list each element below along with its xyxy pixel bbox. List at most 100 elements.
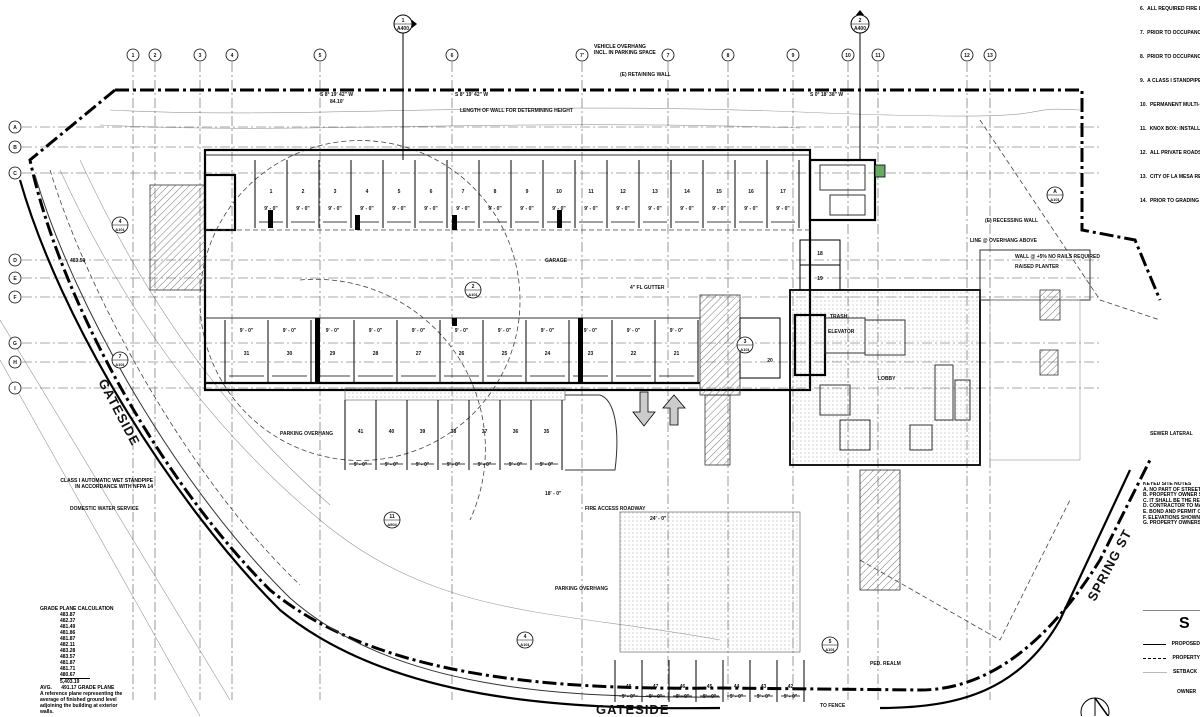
detail-sheet: A101 [825, 647, 835, 652]
stall-width: 9' - 0" [456, 206, 470, 212]
trash-label: TRASH [830, 314, 848, 320]
stall-number: 37 [482, 429, 488, 435]
garage-structure [149, 148, 886, 653]
parking-stall: 219' - 0" [654, 320, 699, 382]
grid-label: 3 [199, 53, 202, 59]
bearing-label: S 8° 19' 42" W [455, 92, 488, 98]
setback-line [979, 119, 1161, 321]
legend-label: PROPERTY [1172, 655, 1200, 661]
general-note: 6.ALL REQUIRED FIRE LANES SHALL BE APPRO… [1140, 6, 1200, 12]
parking-stall: 18 [799, 239, 841, 266]
grid-label: 13 [987, 53, 993, 59]
general-notes: 6.ALL REQUIRED FIRE LANES SHALL BE APPRO… [1140, 6, 1200, 222]
grade-elevation-label: 483.50 [70, 258, 86, 264]
note-number: 6. [1140, 6, 1145, 12]
grid-bubble: A [8, 120, 22, 134]
stall-width: 9' - 0" [326, 328, 340, 334]
grid-bubble: E [8, 271, 22, 285]
stall-number: 5 [398, 189, 401, 195]
stall-width: 9' - 0" [447, 462, 461, 468]
parking-stall: 269' - 0" [439, 320, 479, 382]
stall-width: 9' - 0" [757, 694, 771, 700]
vehicle-overhang-label: VEHICLE OVERHANG INCL. IN PARKING SPACE [594, 44, 656, 56]
planter-label: RAISED PLANTER [1015, 264, 1059, 270]
grid-label: 10 [845, 53, 851, 59]
stall-number: 15 [716, 189, 722, 195]
stall-width: 9' - 0" [776, 206, 790, 212]
parking-stall: 38 9' - 0" [437, 400, 465, 470]
site-note-text: NO PART OF STREET IMPROVEMENTS PROPERTIE… [1149, 486, 1200, 493]
gutter-label: 4" FL GUTTER [630, 285, 665, 291]
to-fence-label: TO FENCE [820, 703, 846, 709]
parking-stall: 179' - 0" [766, 160, 800, 228]
note-number: 9. [1140, 78, 1145, 84]
grid-bubble: 8 [721, 48, 735, 62]
drawing-labels: S 8° 19' 42" W 84.10' S 8° 19' 42" W S 0… [60, 44, 1192, 709]
wall-note-label: WALL @ +5% NO RAILS REQUIRED [1015, 254, 1100, 260]
parking-overhang-label: PARKING OVERHANG [280, 431, 333, 437]
stall-number: 44 [734, 684, 740, 690]
site-notes-title: KEYED SITE NOTES [1143, 482, 1192, 487]
stall-width: 9' - 0" [264, 206, 278, 212]
standpipe-note: CLASS I AUTOMATIC WET STANDPIPE IN ACCOR… [60, 478, 153, 490]
site-note: F. ELEVATIONS SHOWN ON FOR SPECIFICS. [1143, 514, 1200, 522]
site-note: A. NO PART OF STREET IMPROVEMENTS PROPER… [1143, 486, 1200, 494]
stall-number: 3 [334, 189, 337, 195]
note-text: PRIOR TO GRADING FOUNDATION, GRADING PLA… [1149, 198, 1200, 204]
sidewalk-line [34, 174, 721, 698]
parking-stall: 259' - 0" [482, 320, 522, 382]
grade-value: 483.87 [60, 612, 76, 618]
legend-item: PROPERTY [1143, 655, 1200, 661]
note-text: ALL PRIVATE ROADS, ACCESS THAT READ NO P… [1149, 150, 1200, 156]
stall-number: 47 [653, 684, 659, 690]
grid-bubble: 4 [225, 48, 239, 62]
grid-label: C [13, 171, 17, 177]
stall-number: 48 [626, 684, 632, 690]
site-note: E. BOND AND PERMIT OCCUPANCY AND BUILDIN… [1143, 509, 1200, 516]
parking-stall: 99' - 0" [510, 160, 539, 228]
parking-stall: 19 [799, 264, 841, 291]
stall-number: 2 [302, 189, 305, 195]
grade-value: 481.71 [60, 666, 76, 672]
grid-label: 7 [667, 53, 670, 59]
stall-number: 40 [389, 429, 395, 435]
parking-stall: 109' - 0" [542, 160, 571, 228]
stall-number: 38 [451, 429, 457, 435]
site-note-text: ELEVATIONS SHOWN ON FOR SPECIFICS. [1148, 514, 1200, 521]
detail-number: A [1053, 189, 1057, 195]
grid-bubble: 6 [445, 48, 459, 62]
stall-number: 26 [459, 351, 465, 357]
site-note-letter: B. [1143, 492, 1148, 499]
grid-label: 9 [792, 53, 795, 59]
legend-line-swatch [1143, 643, 1166, 645]
grade-value: 481.86 [60, 630, 76, 636]
grid-bubble: I [8, 381, 22, 395]
stall-number: 42 [788, 684, 794, 690]
parking-stall: 399' - 0" [406, 400, 434, 470]
grid-label: 5 [319, 53, 322, 59]
garage-label: GARAGE [545, 258, 568, 264]
stall-width: 9' - 0" [584, 328, 598, 334]
grid-bubble: 5 [313, 48, 327, 62]
grid-label: 2 [154, 53, 157, 59]
section-number: 2 [859, 18, 862, 24]
detail-number: 11 [389, 514, 395, 520]
stall-number: 10 [556, 189, 562, 195]
note-text: KNOX BOX: INSTALL KNOX LOCATION DETERMIN… [1149, 126, 1200, 132]
parking-stall: 249' - 0" [525, 320, 565, 382]
stall-number: 19 [817, 276, 823, 282]
grid-bubble: F [8, 290, 22, 304]
stall-width: 9' - 0" [416, 462, 430, 468]
stall-width: 9' - 0" [627, 328, 641, 334]
grade-value: 481.87 [60, 636, 76, 642]
parking-stall: 59' - 0" [382, 160, 411, 228]
stall-width: 9' - 0" [540, 462, 554, 468]
grade-value: 481.87 [60, 660, 76, 666]
section-marker-1: 1 A400 [393, 14, 417, 34]
site-note-letter: D. [1143, 503, 1148, 510]
ramp-up-arrow-icon [662, 394, 686, 426]
